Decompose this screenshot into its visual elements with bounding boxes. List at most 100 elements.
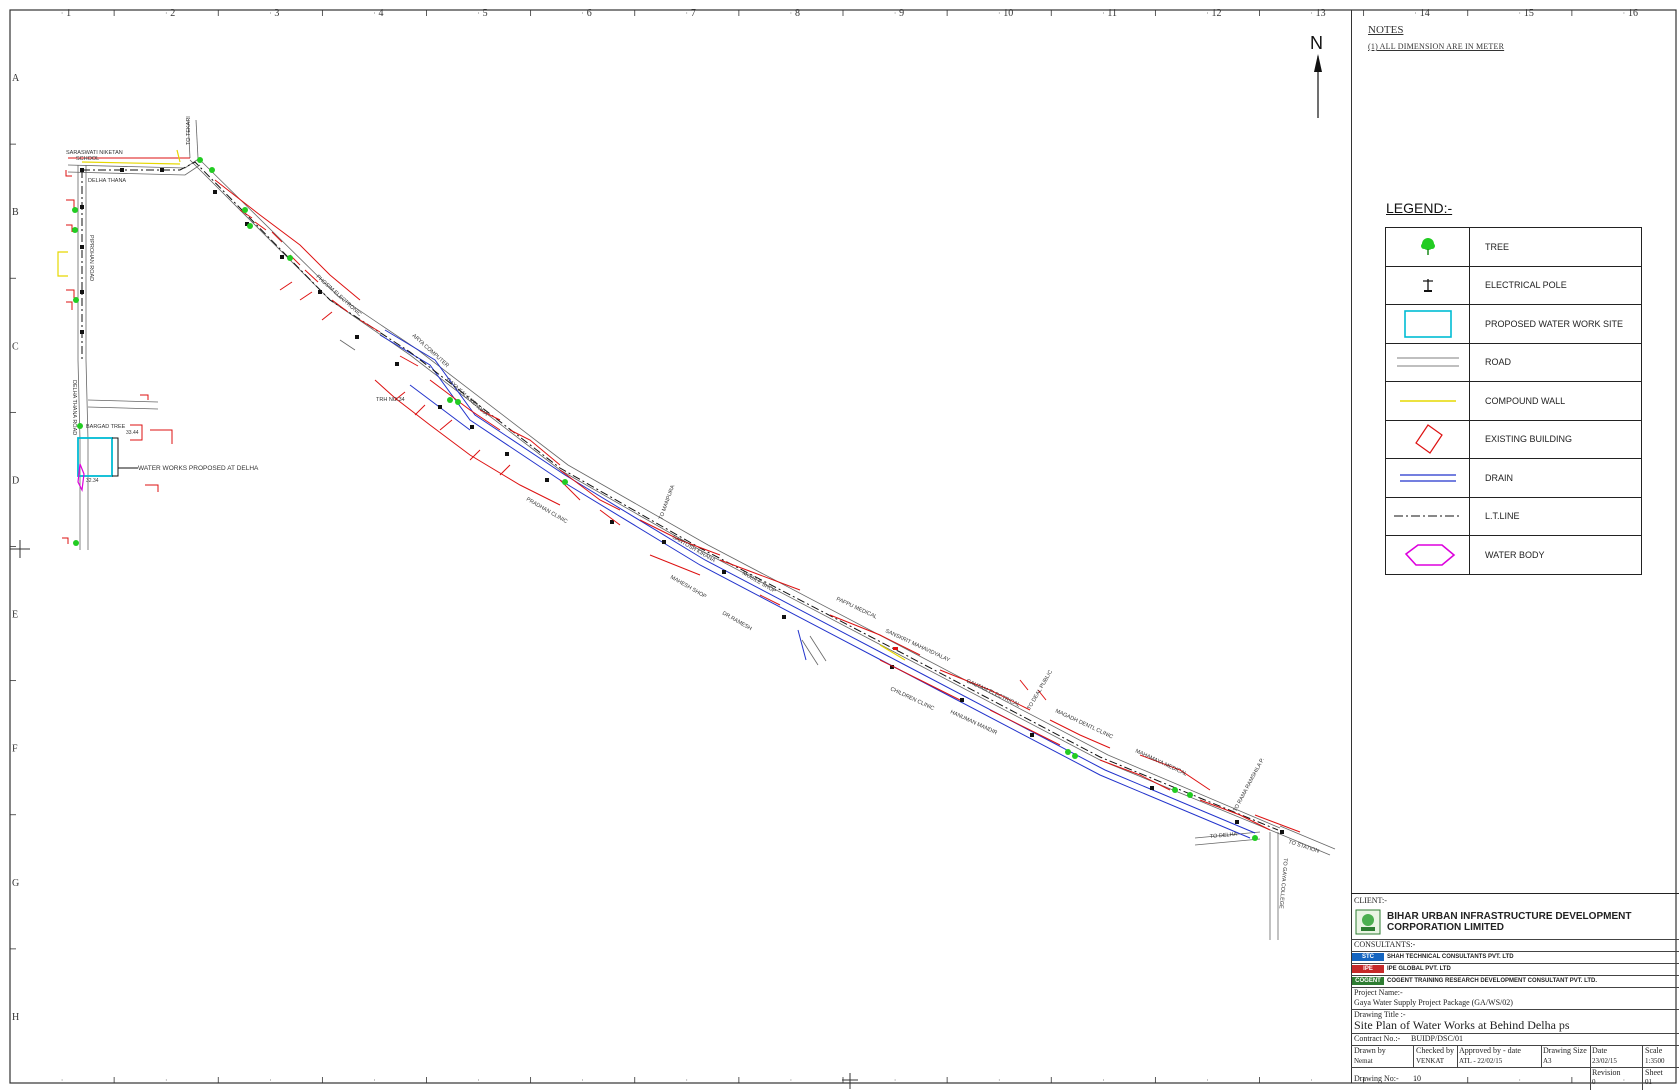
grid-col-label: 7 bbox=[691, 8, 696, 19]
legend-row: DRAIN bbox=[1386, 459, 1641, 498]
lt-line bbox=[81, 161, 1279, 831]
drawn-by-label: Drawn by bbox=[1354, 1046, 1386, 1055]
marker bbox=[893, 647, 898, 650]
legend-label: WATER BODY bbox=[1485, 549, 1545, 560]
label-hanuman: HANUMAN MANDIR bbox=[949, 709, 998, 736]
north-label: N bbox=[1310, 33, 1323, 53]
consultant-name: COGENT TRAINING RESEARCH DEVELOPMENT CON… bbox=[1387, 978, 1598, 984]
consultant-name: IPE GLOBAL PVT. LTD bbox=[1387, 966, 1451, 972]
building-icon bbox=[1414, 424, 1443, 455]
grid-col-label: 4 bbox=[378, 8, 383, 19]
map-labels: SARASWATI NIKETAN SCHOOL DELHA THANA TO … bbox=[66, 116, 1320, 910]
notes-title: NOTES bbox=[1368, 24, 1404, 36]
water-work-site-icon bbox=[1403, 309, 1452, 338]
sheet-label: Sheet bbox=[1645, 1068, 1663, 1077]
grid-row-label: F bbox=[12, 744, 18, 755]
north-arrow-icon bbox=[1314, 54, 1322, 118]
client-label: CLIENT:- bbox=[1354, 896, 1387, 905]
grid-col-label: 13 bbox=[1316, 8, 1326, 19]
grid-col-label: 5 bbox=[483, 8, 488, 19]
label-arya: ARYA COMPUTER bbox=[411, 333, 450, 369]
contract-label: Contract No.:- bbox=[1354, 1034, 1401, 1043]
label-mahamaya: TO MANPURA bbox=[658, 484, 676, 521]
road-icon bbox=[1396, 357, 1459, 367]
signoff-row: Drawn by Nemat Checked by VENKAT Approve… bbox=[1351, 1045, 1679, 1068]
legend-label: PROPOSED WATER WORK SITE bbox=[1485, 318, 1624, 329]
label-school2: SCHOOL bbox=[76, 156, 99, 162]
client-name-line1: BIHAR URBAN INFRASTRUCTURE DEVELOPMENT bbox=[1387, 911, 1632, 922]
proposed-water-work-site bbox=[77, 437, 113, 477]
grid-col-label: 6 bbox=[587, 8, 592, 19]
label-school: SARASWATI NIKETAN bbox=[66, 150, 123, 156]
label-dim2: 32.34 bbox=[86, 478, 99, 484]
cogent-logo: COGENT bbox=[1352, 977, 1384, 985]
legend-row: TREE bbox=[1386, 228, 1641, 267]
legend-row: WATER BODY bbox=[1386, 536, 1641, 574]
legend-title: LEGEND:- bbox=[1386, 200, 1453, 216]
grid-col-label: 12 bbox=[1211, 8, 1221, 19]
label-station: TO STATION bbox=[1287, 839, 1319, 855]
approved: ATL - 22/02/15 bbox=[1459, 1057, 1503, 1065]
client-row: CLIENT:- BIHAR URBAN INFRASTRUCTURE DEVE… bbox=[1351, 894, 1679, 940]
legend-label: COMPOUND WALL bbox=[1485, 395, 1566, 406]
label-santosh: SANTOSH KIRANA bbox=[671, 535, 716, 565]
consultants-label: CONSULTANTS:- bbox=[1354, 940, 1416, 949]
label-magadh: MAGADH DENTL CLINIC bbox=[1054, 708, 1114, 740]
label-tekari: TO TEKARI bbox=[186, 116, 192, 145]
trees bbox=[72, 157, 1258, 841]
grid-row-label: D bbox=[12, 475, 19, 486]
label-rjroad: PIPROHAN ROAD bbox=[88, 235, 94, 281]
label-sanskrit: SANSKRIT MAHAVIDYALAY bbox=[884, 628, 951, 663]
label-college: TO GAYA COLLEGE bbox=[1278, 858, 1288, 909]
drawn-by: Nemat bbox=[1354, 1057, 1373, 1065]
existing-buildings bbox=[62, 157, 1301, 833]
legend-label: TREE bbox=[1485, 241, 1510, 252]
label-water-works: WATER WORKS PROPOSED AT DELHA bbox=[138, 465, 259, 472]
label-dhaniya: DR.RAMESH bbox=[721, 611, 753, 633]
legend-label: EXISTING BUILDING bbox=[1485, 434, 1573, 445]
drawing-title-label: Drawing Title :- bbox=[1354, 1010, 1406, 1019]
sheet: 01 bbox=[1645, 1078, 1652, 1086]
revision: 0 bbox=[1592, 1078, 1596, 1086]
legend-row: ROAD bbox=[1386, 343, 1641, 382]
legend-row: COMPOUND WALL bbox=[1386, 382, 1641, 421]
lt-line-icon bbox=[1393, 515, 1462, 517]
grid-row-label: E bbox=[12, 610, 18, 621]
label-mahesh: MAHESH SHOP bbox=[669, 575, 707, 601]
notes-section: NOTES (1) ALL DIMENSION ARE IN METER bbox=[1368, 24, 1504, 51]
grid-col-label: 14 bbox=[1420, 8, 1430, 19]
label-dp: TO DEAL PUBLIC bbox=[1027, 669, 1055, 711]
drawing-no: 10 bbox=[1413, 1074, 1421, 1083]
grid-row-label: A bbox=[12, 73, 20, 84]
grid-row-label: H bbox=[12, 1012, 19, 1023]
grid-col-label: 15 bbox=[1524, 8, 1534, 19]
scale-label: Scale bbox=[1645, 1046, 1663, 1055]
client-logo-icon bbox=[1355, 909, 1381, 935]
consultants-label-row: CONSULTANTS:- bbox=[1351, 939, 1679, 952]
tree-icon bbox=[1420, 237, 1435, 255]
ipe-logo: IPE bbox=[1352, 965, 1384, 973]
legend-table: TREE ELECTRICAL POLE PROPOSED WATER WORK… bbox=[1385, 227, 1642, 575]
compound-wall-icon bbox=[1399, 400, 1456, 402]
stc-logo: STC bbox=[1352, 953, 1384, 961]
legend-row: EXISTING BUILDING bbox=[1386, 420, 1641, 459]
compound-walls bbox=[57, 149, 906, 661]
drawing-no-label: Drawing No:- bbox=[1354, 1074, 1399, 1083]
consultant-row: COGENT COGENT TRAINING RESEARCH DEVELOPM… bbox=[1351, 975, 1679, 988]
grid-col-label: 10 bbox=[1003, 8, 1013, 19]
project-row: Project Name:- Gaya Water Supply Project… bbox=[1351, 987, 1679, 1010]
drawing-title-row: Drawing Title :- Site Plan of Water Work… bbox=[1351, 1009, 1679, 1034]
drawing-title: Site Plan of Water Works at Behind Delha… bbox=[1354, 1018, 1570, 1032]
scale: 1:3500 bbox=[1645, 1057, 1665, 1065]
water-body-icon bbox=[1404, 543, 1455, 566]
drain-icon bbox=[1399, 474, 1456, 482]
revision-label: Revision bbox=[1592, 1068, 1621, 1077]
client-name: BIHAR URBAN INFRASTRUCTURE DEVELOPMENT C… bbox=[1387, 911, 1677, 933]
legend-label: DRAIN bbox=[1485, 472, 1514, 483]
label-children: CHILDREN CLINIC bbox=[889, 686, 935, 712]
approved-label: Approved by - date bbox=[1459, 1046, 1521, 1055]
label-pradhan: PRADHAN CLINIC bbox=[525, 497, 568, 525]
legend-label: ELECTRICAL POLE bbox=[1485, 280, 1567, 291]
